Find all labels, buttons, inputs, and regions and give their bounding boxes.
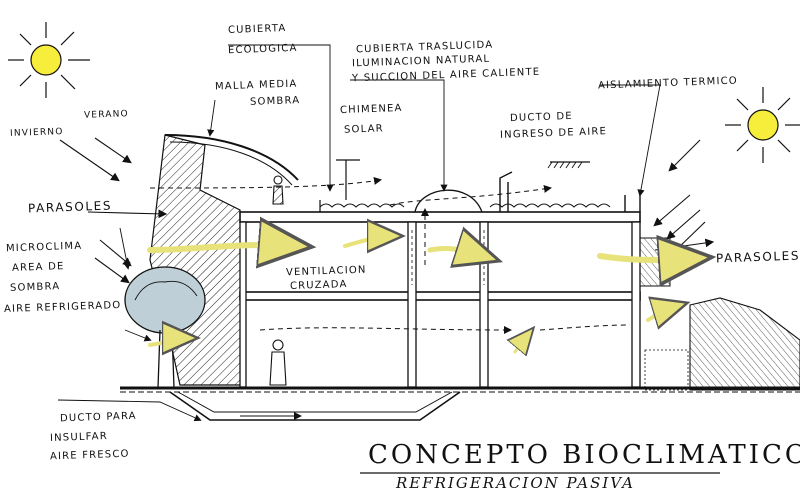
label-invierno: INVIERNO	[9, 127, 64, 139]
label-microclima-2: AREA DE	[11, 261, 65, 274]
label-chimenea-1: CHIMENEA	[339, 102, 403, 117]
diagram-title: CONCEPTO BIOCLIMATICO	[368, 440, 800, 470]
ground-line	[120, 386, 800, 393]
label-microclima-3: SOMBRA	[9, 281, 61, 294]
sun-rays-right	[653, 139, 715, 254]
human-figure-ground	[269, 339, 287, 386]
label-cubierta-ecologica-1: CUBIERTA	[227, 22, 287, 37]
label-chimenea-2: SOLAR	[343, 123, 384, 136]
label-parasoles-left: PARASOLES	[27, 198, 113, 216]
human-figure-roof	[272, 175, 284, 205]
diagram-subtitle: REFRIGERACION PASIVA	[396, 474, 635, 492]
underground-duct	[169, 391, 461, 421]
sun-left-icon	[8, 22, 90, 98]
label-ducto-para-2: INSULFAR	[49, 430, 109, 445]
right-earth-mound	[644, 297, 800, 391]
sun-right-icon	[725, 87, 800, 163]
label-malla-2: SOMBRA	[249, 95, 301, 108]
sun-rays-left	[59, 137, 168, 284]
label-ducto-ingreso-1: DUCTO DE	[509, 110, 573, 125]
leader-lines	[57, 44, 661, 422]
dashed-flow-lines	[149, 176, 631, 334]
airflow-arrows	[147, 236, 700, 352]
label-ventilacion-2: CRUZADA	[289, 278, 348, 293]
label-parasoles-right: PARASOLES	[715, 248, 800, 266]
label-verano: VERANO	[83, 109, 130, 121]
